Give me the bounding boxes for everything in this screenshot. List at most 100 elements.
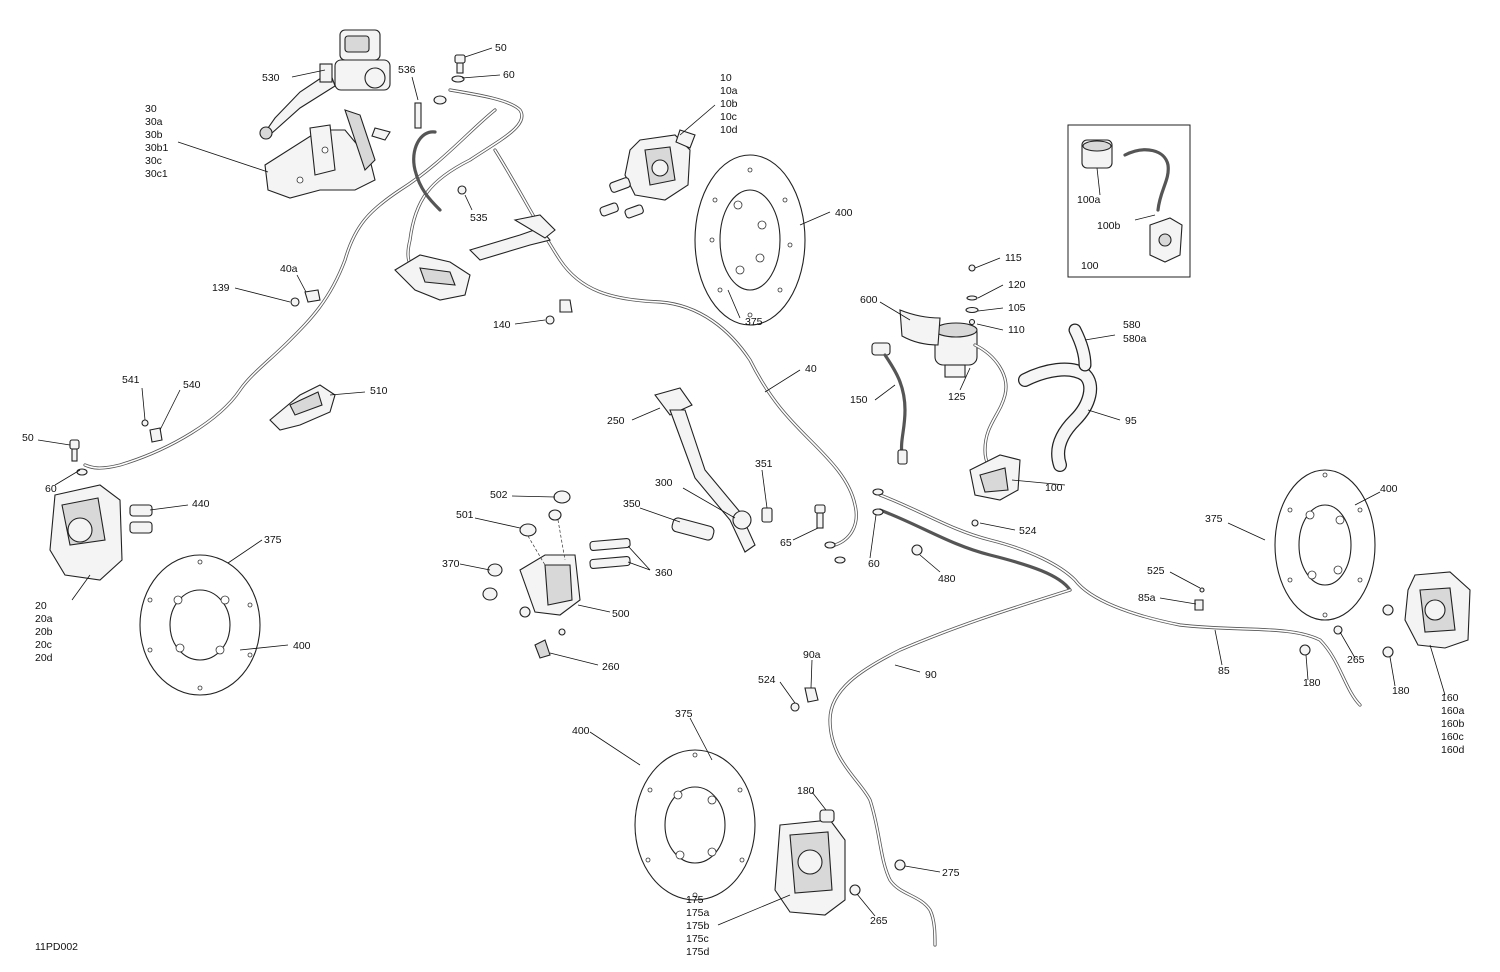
label-400-front-left: 400 [293,640,311,652]
label-30: 30 [145,103,157,115]
label-524-lower: 524 [758,674,776,686]
label-50: 50 [495,42,507,54]
label-540: 540 [183,379,201,391]
caliper-10 [599,129,696,219]
label-90: 90 [925,669,937,681]
label-524-mid: 524 [1019,525,1037,537]
label-30b1: 30b1 [145,142,169,154]
label-160a: 160a [1441,705,1465,717]
bracket-30 [264,109,391,199]
label-40: 40 [805,363,817,375]
label-60: 60 [503,69,515,81]
label-440: 440 [192,498,210,510]
label-65: 65 [780,537,792,549]
label-180-b: 180 [1392,685,1410,697]
label-351: 351 [755,458,773,470]
brake-disc-400-rear-right [1274,469,1376,621]
fittings-65-60 [814,488,884,564]
bolts-480-524 [790,519,1205,712]
label-400-rear-right: 400 [1380,483,1398,495]
label-160b: 160b [1441,718,1465,730]
label-580a: 580a [1123,333,1147,345]
label-10c: 10c [720,111,737,123]
label-139: 139 [212,282,230,294]
hose-580 [1068,323,1092,372]
bracket-500 [482,490,581,659]
label-535: 535 [470,212,488,224]
label-400-rear-left: 400 [572,725,590,737]
label-160d: 160d [1441,744,1465,756]
label-20a: 20a [35,613,53,625]
hose-guide-535 [394,185,556,301]
label-115: 115 [1005,252,1022,264]
label-110: 110 [1008,324,1025,336]
label-95: 95 [1125,415,1137,427]
pins-350-360 [589,517,715,570]
label-175c: 175c [686,933,709,945]
label-375-rear-right: 375 [1205,513,1223,525]
label-501: 501 [456,509,474,521]
label-20b: 20b [35,626,53,638]
label-60-left: 60 [45,483,57,495]
master-cylinder-530 [259,29,391,140]
label-502: 502 [490,489,508,501]
label-125: 125 [948,391,966,403]
label-30c: 30c [145,155,162,167]
label-175a: 175a [686,907,710,919]
label-120: 120 [1008,279,1026,291]
label-400-front-right: 400 [835,207,853,219]
label-20d: 20d [35,652,53,664]
label-100a: 100a [1077,194,1101,206]
banjo-bolt-50-left [69,439,88,476]
label-375-rear-left: 375 [675,708,693,720]
label-180-a: 180 [1303,677,1321,689]
reservoir-100 [934,264,1021,501]
label-265-lower: 265 [870,915,888,927]
clip-40a-139 [290,289,573,325]
label-370: 370 [442,558,460,570]
label-90a: 90a [803,649,821,661]
hose-95 [1018,362,1098,472]
leader-lines [37,47,1446,926]
label-175d: 175d [686,946,710,958]
label-30a: 30a [145,116,163,128]
diagram-id: 11PD002 [35,941,78,953]
label-510: 510 [370,385,388,397]
label-100: 100 [1045,482,1063,494]
label-85: 85 [1218,665,1230,677]
label-375-front-left: 375 [264,534,282,546]
label-10b: 10b [720,98,738,110]
label-140: 140 [493,319,511,331]
label-160c: 160c [1441,731,1464,743]
caliper-160 [1299,571,1471,658]
callout-labels: 530 50 60 536 10 10a 10b 10c 10d 30 30a … [22,42,1465,958]
clamp-540 [141,419,163,443]
label-10: 10 [720,72,732,84]
label-40a: 40a [280,263,298,275]
guard-510 [269,384,336,431]
label-30b: 30b [145,129,163,141]
label-300: 300 [655,477,673,489]
brake-pedal-250 [654,387,773,553]
label-260: 260 [602,661,620,673]
label-541: 541 [122,374,140,386]
brake-disc-400-front-left [139,554,261,696]
label-inset-100: 100 [1081,260,1099,272]
label-10d: 10d [720,124,738,136]
label-265-right: 265 [1347,654,1365,666]
sensor-150 [871,342,908,465]
label-30c1: 30c1 [145,168,168,180]
label-180-c: 180 [797,785,815,797]
label-175b: 175b [686,920,710,932]
label-10a: 10a [720,85,738,97]
label-175: 175 [686,894,704,906]
banjo-bolt-50-top [414,54,466,129]
brake-disc-400-rear-left [634,749,756,901]
label-100b: 100b [1097,220,1121,232]
label-536: 536 [398,64,416,76]
label-360: 360 [655,567,673,579]
caliper-175 [774,809,906,916]
label-600: 600 [860,294,878,306]
strap-600 [899,309,941,346]
